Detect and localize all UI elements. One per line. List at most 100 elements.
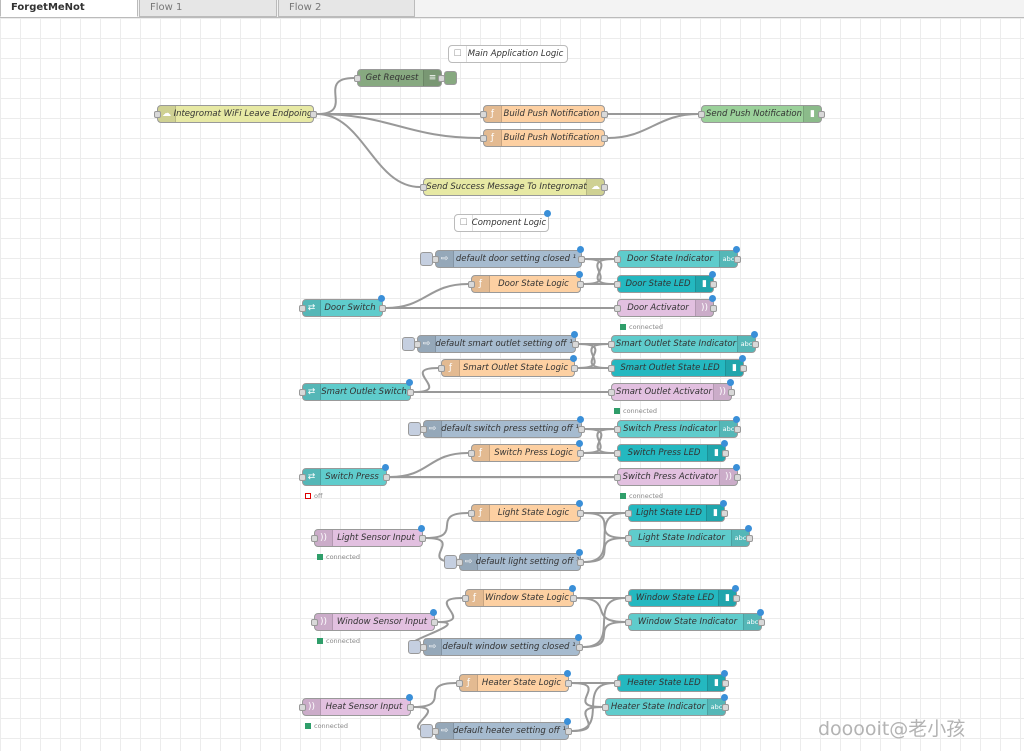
input-port[interactable] — [614, 281, 621, 288]
wifi-endpoint-node[interactable]: ☁Integromat WiFi Leave Endpoing — [154, 105, 317, 123]
tab-flow-2[interactable]: Flow 2 — [278, 0, 415, 17]
output-port[interactable] — [722, 704, 729, 711]
output-port[interactable] — [734, 256, 741, 263]
door-default-node[interactable]: ⇨default door setting closed ¹ — [420, 246, 585, 268]
input-port[interactable] — [414, 341, 421, 348]
input-port[interactable] — [299, 474, 306, 481]
output-port[interactable] — [746, 535, 753, 542]
input-port[interactable] — [625, 595, 632, 602]
output-port[interactable] — [601, 111, 608, 118]
inject-button[interactable] — [408, 422, 421, 436]
input-port[interactable] — [480, 135, 487, 142]
input-port[interactable] — [462, 595, 469, 602]
outlet-default-node[interactable]: ⇨default smart outlet setting off ¹ — [402, 331, 579, 353]
wire-door-state-logic-to-door-state-indicator[interactable] — [583, 258, 615, 285]
window-led-node[interactable]: ▮Window State LED — [625, 585, 740, 607]
input-port[interactable] — [698, 111, 705, 118]
input-port[interactable] — [456, 680, 463, 687]
input-port[interactable] — [420, 426, 427, 433]
wire-heater-default-to-heater-indicator[interactable] — [571, 706, 603, 732]
component-logic-node[interactable]: ☐Component Logic — [454, 210, 551, 232]
input-port[interactable] — [154, 111, 161, 118]
wire-window-sensor-to-window-logic[interactable] — [437, 597, 463, 623]
output-port[interactable] — [577, 510, 584, 517]
inject-button[interactable] — [420, 252, 433, 266]
output-port[interactable] — [431, 619, 438, 626]
output-port[interactable] — [383, 474, 390, 481]
output-port[interactable] — [577, 281, 584, 288]
wire-press-logic-to-press-indicator[interactable] — [583, 428, 615, 454]
output-port[interactable] — [728, 389, 735, 396]
input-port[interactable] — [608, 341, 615, 348]
input-port[interactable] — [625, 510, 632, 517]
output-port[interactable] — [734, 474, 741, 481]
output-port[interactable] — [571, 365, 578, 372]
output-port[interactable] — [310, 111, 317, 118]
output-port[interactable] — [565, 680, 572, 687]
inject-button[interactable] — [408, 640, 421, 654]
send-success-node[interactable]: ☁Send Success Message To Integromat — [420, 178, 608, 196]
input-port[interactable] — [299, 704, 306, 711]
output-port[interactable] — [578, 256, 585, 263]
wire-wifi-endpoint-to-build-push-2[interactable] — [316, 113, 481, 139]
output-port[interactable] — [565, 728, 572, 735]
wire-window-default-to-window-indicator[interactable] — [582, 621, 626, 648]
output-port[interactable] — [601, 184, 608, 191]
window-default-node[interactable]: ⇨default window setting closed ¹ — [408, 634, 583, 656]
output-port[interactable] — [758, 619, 765, 626]
flow-workspace[interactable] — [0, 18, 1024, 751]
output-port[interactable] — [577, 450, 584, 457]
get-request-node[interactable]: ≡Get Request — [354, 69, 457, 87]
input-port[interactable] — [299, 389, 306, 396]
input-port[interactable] — [614, 474, 621, 481]
output-port[interactable] — [407, 704, 414, 711]
input-port[interactable] — [468, 281, 475, 288]
inject-button[interactable] — [420, 724, 433, 738]
input-port[interactable] — [614, 680, 621, 687]
input-port[interactable] — [420, 644, 427, 651]
light-default-node[interactable]: ⇨default light setting off ¹ — [444, 549, 584, 571]
press-default-node[interactable]: ⇨default switch press setting off ¹ — [408, 416, 585, 438]
input-port[interactable] — [420, 184, 427, 191]
output-port[interactable] — [740, 365, 747, 372]
wire-light-sensor-to-light-logic[interactable] — [425, 512, 469, 539]
output-port[interactable] — [722, 450, 729, 457]
heater-led-node[interactable]: ▮Heater State LED — [614, 670, 729, 692]
input-port[interactable] — [614, 426, 621, 433]
wire-window-logic-to-window-indicator[interactable] — [576, 597, 626, 623]
wire-heater-sensor-to-heater-logic[interactable] — [413, 682, 457, 708]
wire-door-switch-to-door-state-logic[interactable] — [385, 283, 469, 309]
input-port[interactable] — [625, 535, 632, 542]
wire-heater-logic-to-heater-indicator[interactable] — [571, 682, 603, 708]
output-port[interactable] — [752, 341, 759, 348]
tab-forgetmenot[interactable]: ForgetMeNot — [0, 0, 138, 17]
heater-default-node[interactable]: ⇨default heater setting off ¹ — [420, 718, 572, 740]
output-port[interactable] — [818, 111, 825, 118]
output-port[interactable] — [570, 595, 577, 602]
output-port[interactable] — [576, 644, 583, 651]
debug-toggle-button[interactable] — [444, 71, 457, 85]
input-port[interactable] — [354, 75, 361, 82]
wire-wifi-endpoint-to-send-success[interactable] — [316, 113, 421, 188]
door-state-led-node[interactable]: ▮Door State LED — [614, 271, 717, 293]
output-port[interactable] — [572, 341, 579, 348]
output-port[interactable] — [734, 426, 741, 433]
input-port[interactable] — [468, 450, 475, 457]
input-port[interactable] — [456, 559, 463, 566]
wire-outlet-switch-to-outlet-state-logic[interactable] — [413, 367, 439, 393]
inject-button[interactable] — [444, 555, 457, 569]
